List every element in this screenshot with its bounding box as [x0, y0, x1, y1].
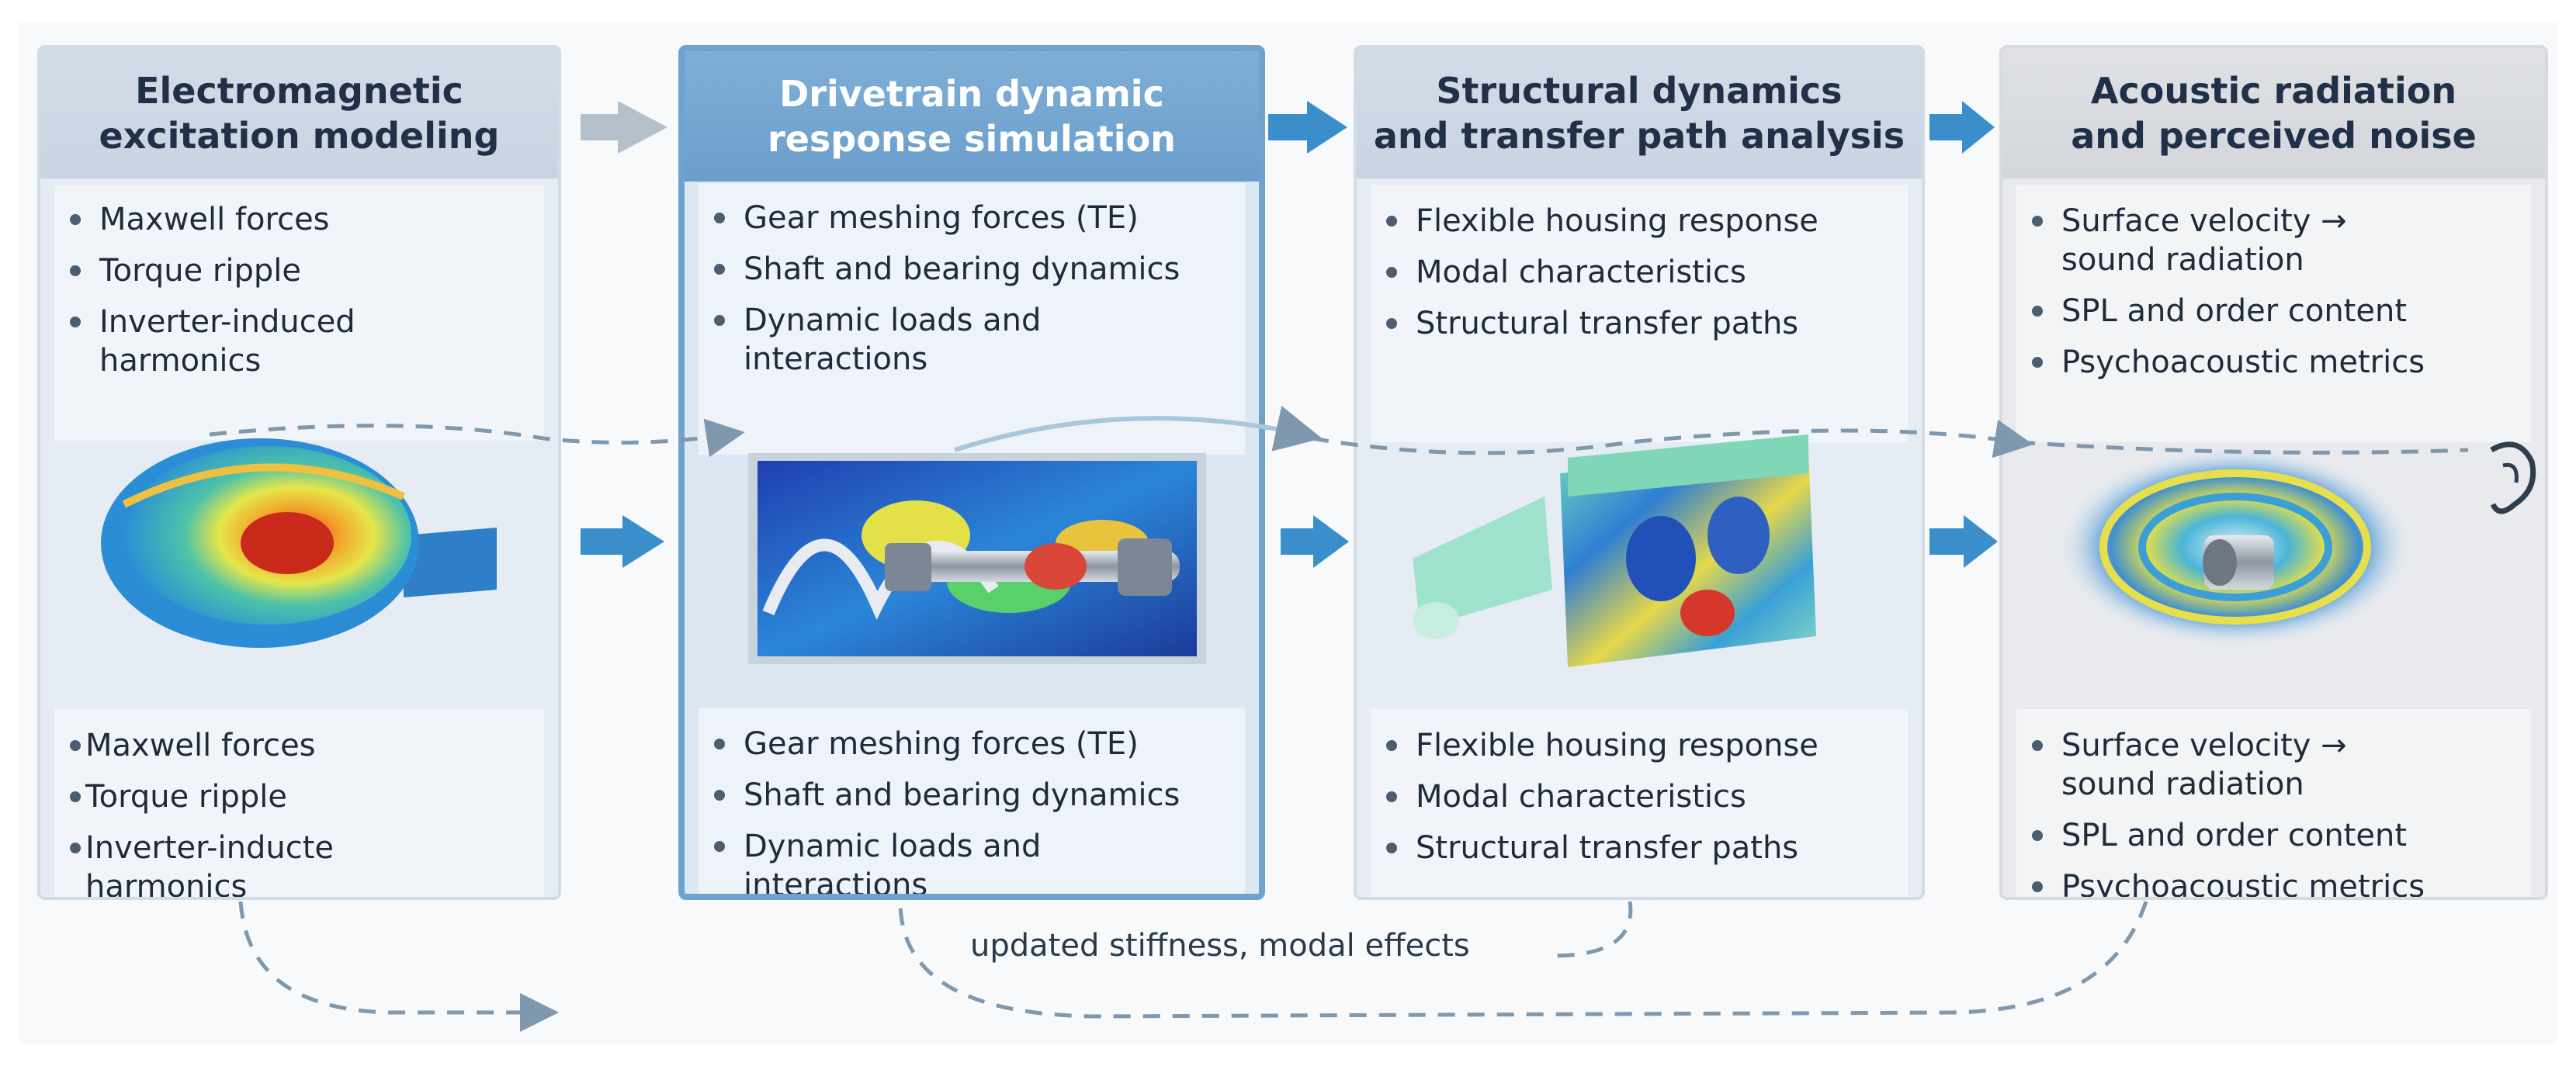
- flow-arrow-mid-3: [1929, 515, 1998, 568]
- signal-flow-dashed: [1311, 419, 2033, 459]
- stage-top-list: Surface velocity → sound radiation SPL a…: [2016, 185, 2531, 442]
- stage-bottom-list: Maxwell forces Torque ripple Inverter-in…: [54, 709, 544, 897]
- list-item: Inverter-inducte harmonics: [54, 829, 411, 897]
- flow-arrow-mid-2: [1281, 515, 1349, 568]
- list-item: Flexible housing response: [1371, 202, 1908, 241]
- list-item: Shaft and bearing dynamics: [699, 250, 1245, 289]
- gearbox-housing-fe-icon: [1413, 434, 1816, 667]
- feedback-loop-dashed: [898, 901, 2148, 1019]
- list-item: Dynamic loads and interactions: [699, 827, 1147, 894]
- list-item: Surface velocity → sound radiation: [2016, 202, 2418, 279]
- stage-bottom-list: Flexible housing response Modal characte…: [1371, 709, 1908, 897]
- list-item: Surface velocity → sound radiation: [2016, 726, 2418, 804]
- list-item: Shaft and bearing dynamics: [699, 776, 1245, 815]
- signal-flow-solid: [954, 406, 1323, 452]
- list-item: Dynamic loads and interactions: [699, 301, 1147, 379]
- list-item: Modal characteristics: [1371, 777, 1908, 816]
- feedback-loop-dashed: [238, 901, 559, 1032]
- list-item: Torque ripple: [54, 777, 544, 816]
- list-item: Gear meshing forces (TE): [699, 199, 1245, 237]
- stage-bottom-list: Gear meshing forces (TE) Shaft and beari…: [699, 708, 1245, 894]
- sound-radiation-icon: [2057, 446, 2414, 648]
- feedback-loop-dashed: [1551, 901, 1633, 958]
- list-item: SPL and order content: [2016, 816, 2531, 855]
- list-item: Psychoacoustic metrics: [2016, 343, 2531, 382]
- stage-top-list: Maxwell forces Torque ripple Inverter-in…: [54, 185, 544, 441]
- list-item: Gear meshing forces (TE): [699, 725, 1245, 763]
- signal-flow-dashed: [209, 418, 745, 458]
- list-item: Torque ripple: [54, 251, 544, 290]
- ear-icon: [2490, 441, 2536, 514]
- flow-arrow-top-3: [1929, 101, 1995, 154]
- signal-flow-dashed: [2017, 440, 2469, 455]
- list-item: Psychoacoustic metrics: [2016, 867, 2531, 897]
- list-item: Flexible housing response: [1371, 726, 1908, 765]
- list-item: Maxwell forces: [54, 200, 544, 239]
- list-item: Structural transfer paths: [1371, 304, 1908, 343]
- flow-arrow-mid-1: [581, 515, 664, 568]
- flow-arrow-top-2: [1268, 101, 1347, 154]
- list-item: Modal characteristics: [1371, 253, 1908, 292]
- list-item: SPL and order content: [2016, 292, 2531, 331]
- stage-top-list: Flexible housing response Modal characte…: [1371, 185, 1908, 442]
- feedback-label: updated stiffness, modal effects: [962, 928, 1478, 964]
- list-item: Maxwell forces: [54, 726, 544, 765]
- flow-arrow-top-1: [581, 101, 667, 154]
- list-item: Structural transfer paths: [1371, 829, 1908, 867]
- motor-stator-fe-icon: [101, 438, 497, 648]
- stage-bottom-list: Surface velocity → sound radiation SPL a…: [2016, 709, 2531, 897]
- drivetrain-shaft-fe-icon: [748, 453, 1206, 664]
- stage-top-list: Gear meshing forces (TE) Shaft and beari…: [699, 183, 1245, 455]
- list-item: Inverter-induced harmonics: [54, 303, 441, 380]
